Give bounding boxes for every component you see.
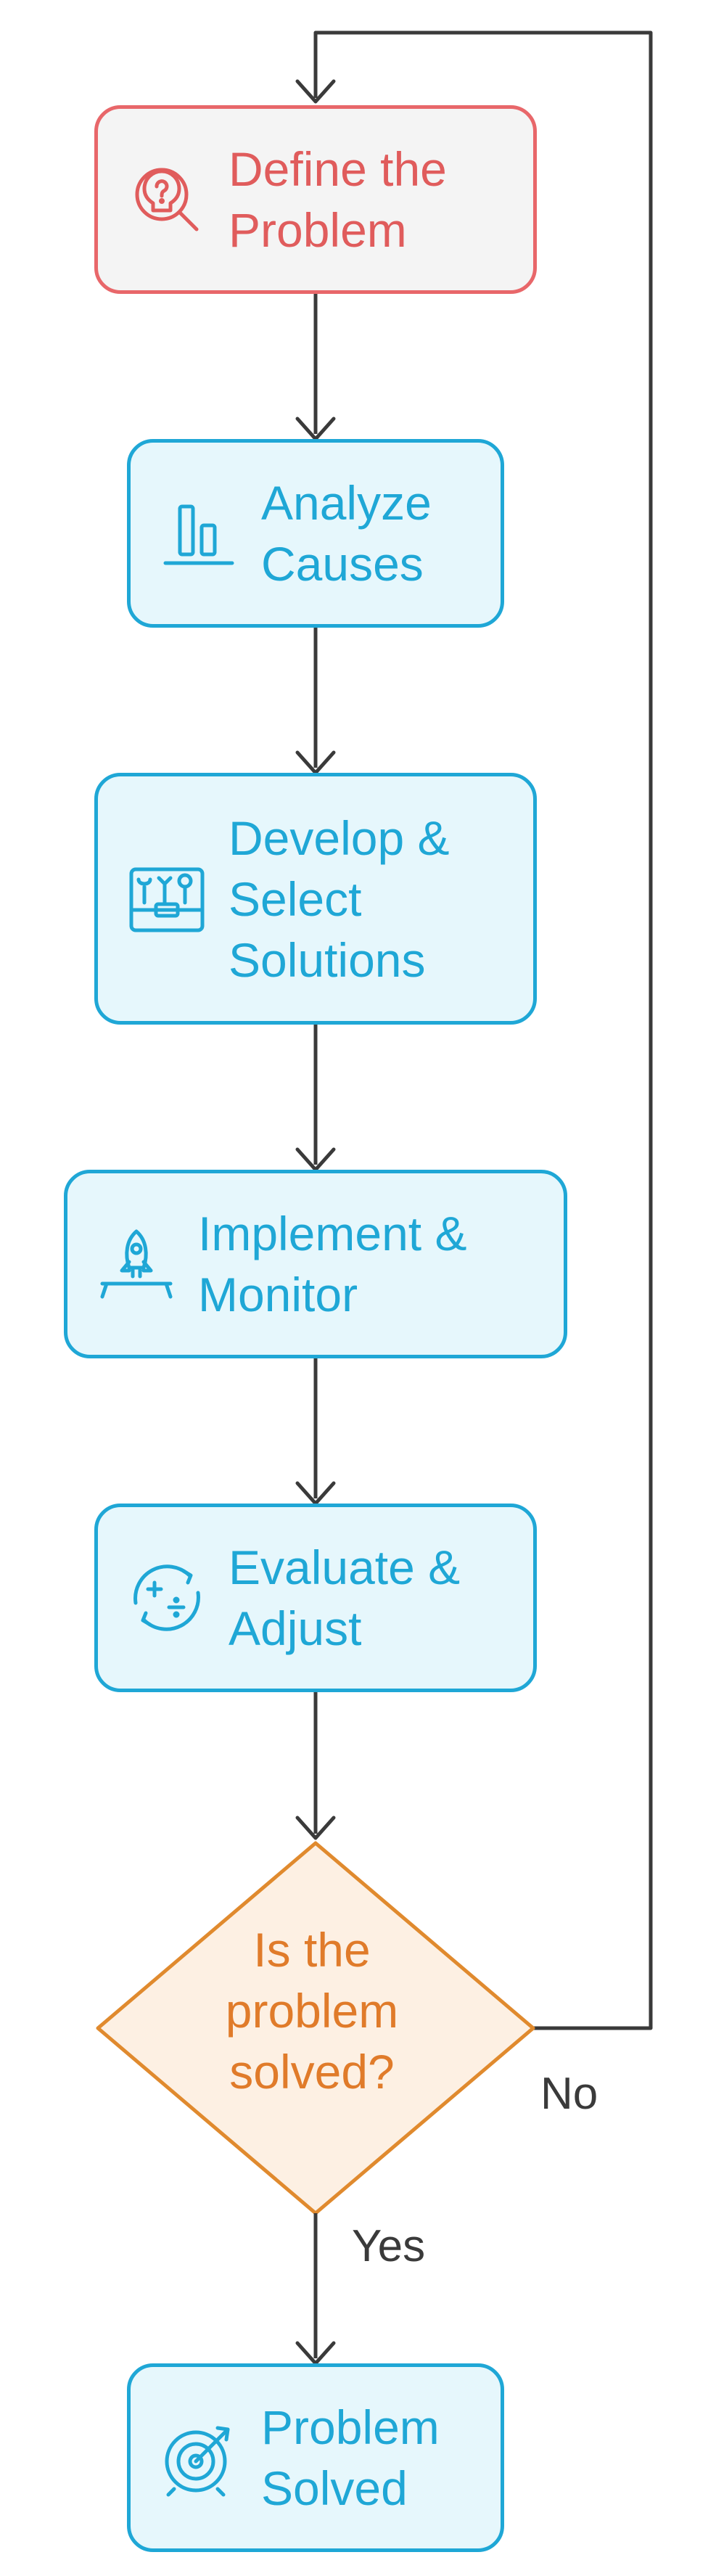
edge-no-loop [313, 30, 653, 2030]
node-evaluate-adjust: Evaluate & Adjust [94, 1504, 537, 1692]
edge-label-yes: Yes [352, 2221, 426, 2271]
node-label: Analyze Causes [261, 476, 432, 591]
rocket-launch-icon [100, 1229, 173, 1299]
decision-label: Is the problem solved? [225, 1923, 399, 2099]
node-label: Problem Solved [261, 2400, 440, 2515]
node-implement-monitor: Implement & Monitor [64, 1170, 567, 1358]
toolbox-icon [129, 867, 205, 932]
bar-chart-icon [163, 504, 234, 565]
node-label: Implement & Monitor [198, 1207, 467, 1321]
node-develop-solutions: Develop & Select Solutions [94, 773, 537, 1025]
node-label: Define the Problem [229, 142, 447, 257]
edge-label-no: No [540, 2069, 598, 2119]
node-problem-solved: Problem Solved [127, 2363, 504, 2552]
node-analyze-causes: Analyze Causes [127, 439, 504, 628]
node-label: Evaluate & Adjust [229, 1541, 461, 1655]
node-label: Develop & Select Solutions [229, 811, 450, 987]
target-icon [165, 2426, 230, 2497]
node-define-problem: Define the Problem [94, 105, 537, 294]
arrowhead-define [295, 79, 336, 104]
arrowhead-decision [295, 1816, 336, 1840]
lightbulb-search-icon [135, 168, 199, 231]
calculation-cycle-icon [133, 1564, 200, 1631]
